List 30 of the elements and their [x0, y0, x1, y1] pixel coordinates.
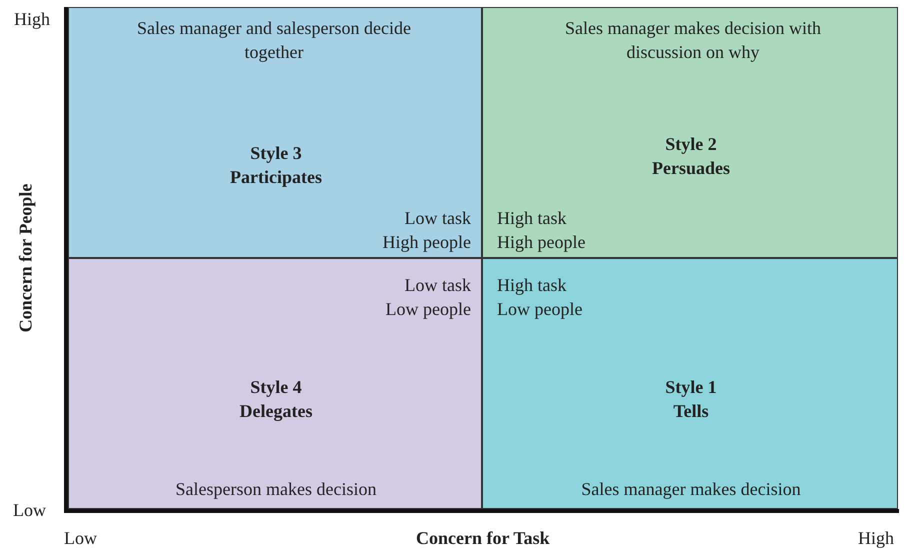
style-name: Participates	[229, 166, 323, 189]
description: Salesperson makes decision	[174, 478, 378, 501]
quadrant-panel	[482, 7, 898, 258]
description: Sales manager makes decision with discussion on why	[564, 17, 822, 64]
corner-note: High people	[382, 231, 471, 254]
corner-note: Low task	[404, 207, 471, 230]
style-name: Delegates	[238, 400, 314, 423]
axis-tick-label: Low	[64, 527, 97, 549]
style-name: Tells	[672, 400, 710, 423]
description: Sales manager makes decision	[580, 478, 802, 501]
style-number: Style 4	[249, 376, 303, 399]
corner-note: Low task	[404, 274, 471, 297]
quadrant-panel	[68, 258, 482, 509]
style-number: Style 3	[249, 142, 303, 165]
quadrant-panel	[68, 7, 482, 258]
corner-note: High task	[497, 274, 568, 297]
corner-note: High people	[497, 231, 586, 254]
quadrant-panel	[482, 258, 898, 509]
style-number: Style 1	[664, 376, 718, 399]
axis-tick-label: Low	[13, 499, 46, 521]
description: Sales manager and salesperson decide together	[136, 17, 412, 64]
corner-note: Low people	[384, 298, 471, 321]
corner-note: High task	[497, 207, 568, 230]
axis-title: Concern for People	[14, 184, 36, 332]
style-name: Persuades	[651, 157, 731, 180]
corner-note: Low people	[497, 298, 584, 321]
style-number: Style 2	[664, 133, 718, 156]
axis-tick-label: High	[858, 527, 894, 549]
axis-title: Concern for Task	[416, 527, 550, 549]
axis-tick-label: High	[14, 8, 50, 30]
